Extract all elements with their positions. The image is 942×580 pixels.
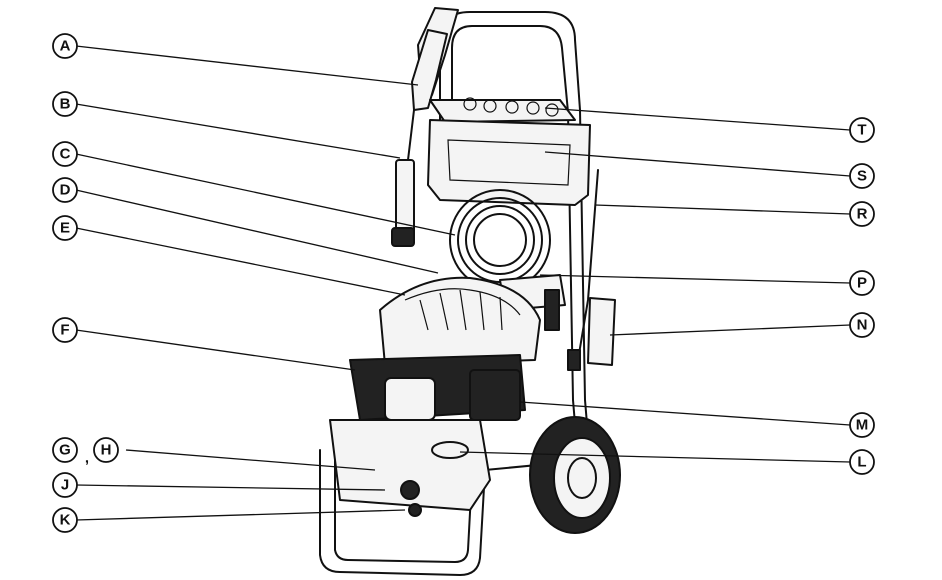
callout-label-G: G: [59, 442, 71, 459]
wheel: [530, 417, 620, 533]
callout-label-F: F: [60, 322, 69, 339]
callout-M: M: [850, 413, 874, 437]
callout-K: K: [53, 508, 77, 532]
callout-F: F: [53, 318, 77, 342]
callout-separator: ,: [85, 450, 89, 467]
callout-R: R: [850, 202, 874, 226]
storage-tray: [428, 120, 590, 205]
callout-label-S: S: [857, 168, 867, 185]
callout-label-K: K: [60, 512, 71, 529]
callout-B: B: [53, 92, 77, 116]
callout-label-L: L: [857, 454, 866, 471]
callout-S: S: [850, 164, 874, 188]
hose-coil: [450, 190, 550, 290]
callout-L: L: [850, 450, 874, 474]
engine: [350, 278, 540, 420]
callout-H: H: [94, 438, 118, 462]
callout-label-N: N: [857, 317, 868, 334]
nozzle-panel: [430, 98, 575, 122]
callout-label-J: J: [61, 477, 69, 494]
callout-G: G: [53, 438, 77, 462]
callout-N: N: [850, 313, 874, 337]
callout-D: D: [53, 178, 77, 202]
callout-label-A: A: [60, 38, 71, 55]
callout-label-C: C: [60, 146, 71, 163]
callout-T: T: [850, 118, 874, 142]
callout-C: C: [53, 142, 77, 166]
callout-label-R: R: [857, 206, 868, 223]
callout-A: A: [53, 34, 77, 58]
callout-label-H: H: [101, 442, 112, 459]
callout-P: P: [850, 271, 874, 295]
label-card: [588, 298, 615, 365]
callout-J: J: [53, 473, 77, 497]
callout-E: E: [53, 216, 77, 240]
callout-label-D: D: [60, 182, 71, 199]
callout-label-B: B: [60, 96, 71, 113]
callout-label-P: P: [857, 275, 867, 292]
callout-label-E: E: [60, 220, 70, 237]
callout-label-M: M: [856, 417, 869, 434]
callout-label-T: T: [857, 122, 866, 139]
